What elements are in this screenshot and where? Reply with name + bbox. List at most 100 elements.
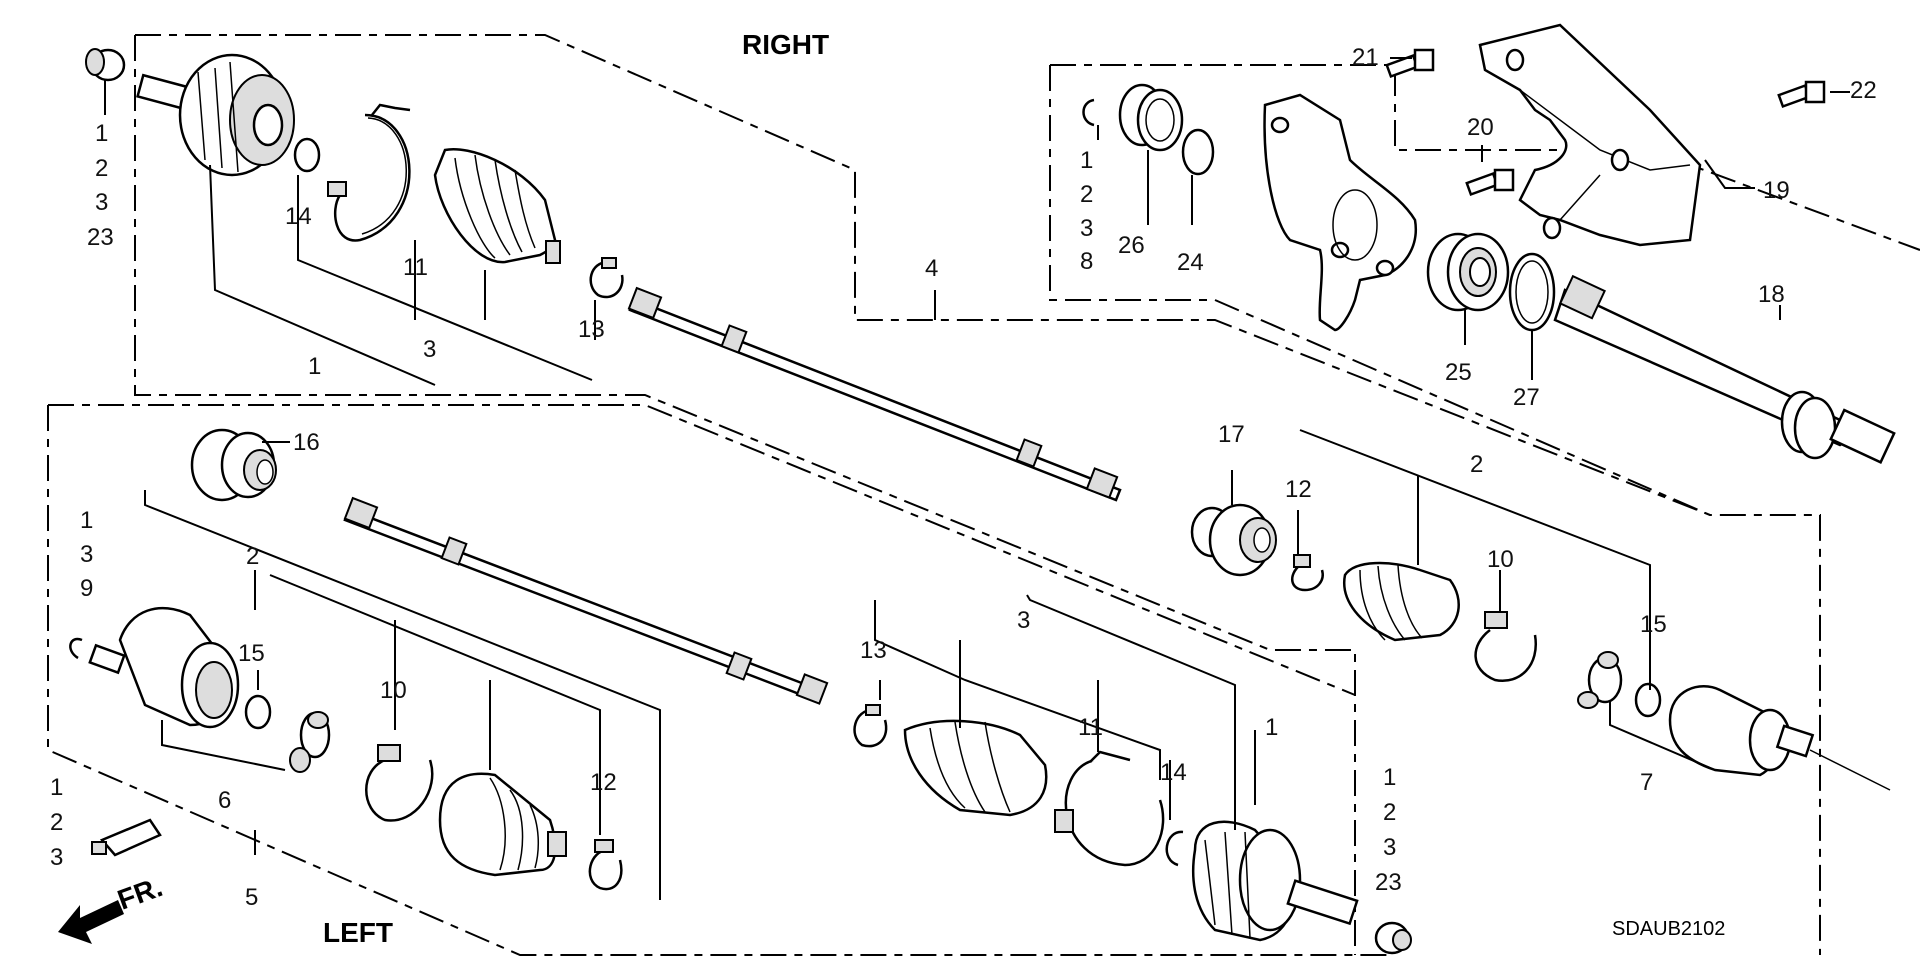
intermediate-boundary-lower <box>1049 65 1711 516</box>
label: 9 <box>80 575 93 602</box>
tripod-7 <box>1577 651 1623 709</box>
right-shaft-boundary <box>135 34 1821 955</box>
clamp-12b <box>1291 554 1324 592</box>
housing-7 <box>1668 685 1891 791</box>
left-inboard-joint-6 <box>88 606 240 729</box>
clamp-24 <box>1181 128 1215 176</box>
front-arrow-icon <box>58 900 124 944</box>
label: 21 <box>1352 44 1379 71</box>
bearing-25 <box>1426 232 1510 312</box>
clip-ring <box>1082 98 1095 127</box>
label: 3 <box>1080 215 1093 242</box>
label: 1 <box>1080 147 1093 174</box>
stub-spline <box>136 73 189 110</box>
label: 3 <box>80 541 93 568</box>
label: 1 <box>50 774 63 801</box>
right-snap-ring-14 <box>293 137 321 173</box>
label: 6 <box>218 787 231 814</box>
label: 27 <box>1513 384 1540 411</box>
label: 8 <box>1080 248 1093 275</box>
left-clamp-12 <box>588 839 623 891</box>
left-band-11 <box>1054 750 1165 867</box>
label: 7 <box>1640 769 1653 796</box>
right-halfshaft <box>627 286 1122 502</box>
label: 11 <box>403 254 428 281</box>
label: 13 <box>578 316 605 343</box>
label: 10 <box>1487 546 1514 573</box>
left-clip-13 <box>853 704 888 748</box>
right-outboard-joint <box>136 53 295 177</box>
label: 3 <box>95 189 108 216</box>
label: 24 <box>1177 249 1204 276</box>
right-boot <box>433 148 561 264</box>
label: 1 <box>1265 714 1278 741</box>
right-shaft-boundary-left <box>134 35 1356 955</box>
left-tripod <box>289 711 331 773</box>
label: 4 <box>925 255 938 282</box>
right-band-11 <box>327 103 411 242</box>
left-outboard-boot <box>903 719 1048 817</box>
label: 3 <box>50 844 63 871</box>
bracket <box>1263 93 1418 332</box>
label: 12 <box>1285 476 1312 503</box>
left-joint-16 <box>190 428 277 502</box>
ring-15b <box>1634 682 1662 718</box>
label: 13 <box>860 637 887 664</box>
label: 17 <box>1218 421 1245 448</box>
label: 18 <box>1758 281 1785 308</box>
title-left: LEFT <box>323 917 393 948</box>
label: 2 <box>1470 451 1483 478</box>
label: 1 <box>95 120 108 147</box>
left-outboard-joint <box>1191 820 1359 942</box>
label: 2 <box>246 543 259 570</box>
intermediate-shaft-18 <box>1553 274 1896 464</box>
label: 2 <box>50 809 63 836</box>
left-nut <box>1374 921 1412 955</box>
label: 25 <box>1445 359 1472 386</box>
left-boot <box>438 772 567 877</box>
right-nut <box>85 48 126 82</box>
leader-lines <box>104 57 1850 900</box>
bolts <box>1385 48 1826 197</box>
label: 12 <box>590 769 617 796</box>
label: 10 <box>380 677 407 704</box>
left-shaft-boundary-bottom <box>47 405 1390 956</box>
label: 2 <box>95 155 108 182</box>
front-label: FR. <box>113 871 166 916</box>
left-ring-15 <box>244 694 272 730</box>
label: 15 <box>238 640 265 667</box>
label: 5 <box>245 884 258 911</box>
label: 2 <box>1383 799 1396 826</box>
label: 20 <box>1467 114 1494 141</box>
label: 1 <box>308 353 321 380</box>
label: 2 <box>1080 181 1093 208</box>
left-ring-14 <box>1165 830 1184 867</box>
diagram-code: SDAUB2102 <box>1612 918 1725 940</box>
left-snap-9 <box>69 637 83 660</box>
band-10b <box>1474 611 1538 683</box>
ring-27 <box>1508 252 1556 332</box>
label: 23 <box>87 224 114 251</box>
label: 14 <box>1160 759 1187 786</box>
grease-tube <box>91 818 162 857</box>
label: 15 <box>1640 611 1667 638</box>
joint-17 <box>1190 503 1277 577</box>
label: 1 <box>80 507 93 534</box>
ring-26 <box>1118 83 1184 152</box>
label: 23 <box>1375 869 1402 896</box>
label: 1 <box>1383 764 1396 791</box>
label: 3 <box>1017 607 1030 634</box>
label: 22 <box>1850 77 1877 104</box>
label: 19 <box>1763 177 1790 204</box>
label: 14 <box>285 203 312 230</box>
heat-shield-19 <box>1478 23 1702 247</box>
label: 3 <box>1383 834 1396 861</box>
title-right: RIGHT <box>742 29 829 60</box>
label: 26 <box>1118 232 1145 259</box>
label: 16 <box>293 429 320 456</box>
boot-right-lower <box>1342 561 1460 642</box>
left-shaft-boundary <box>48 404 1356 696</box>
left-halfshaft <box>343 496 829 705</box>
left-band-10 <box>365 744 434 822</box>
